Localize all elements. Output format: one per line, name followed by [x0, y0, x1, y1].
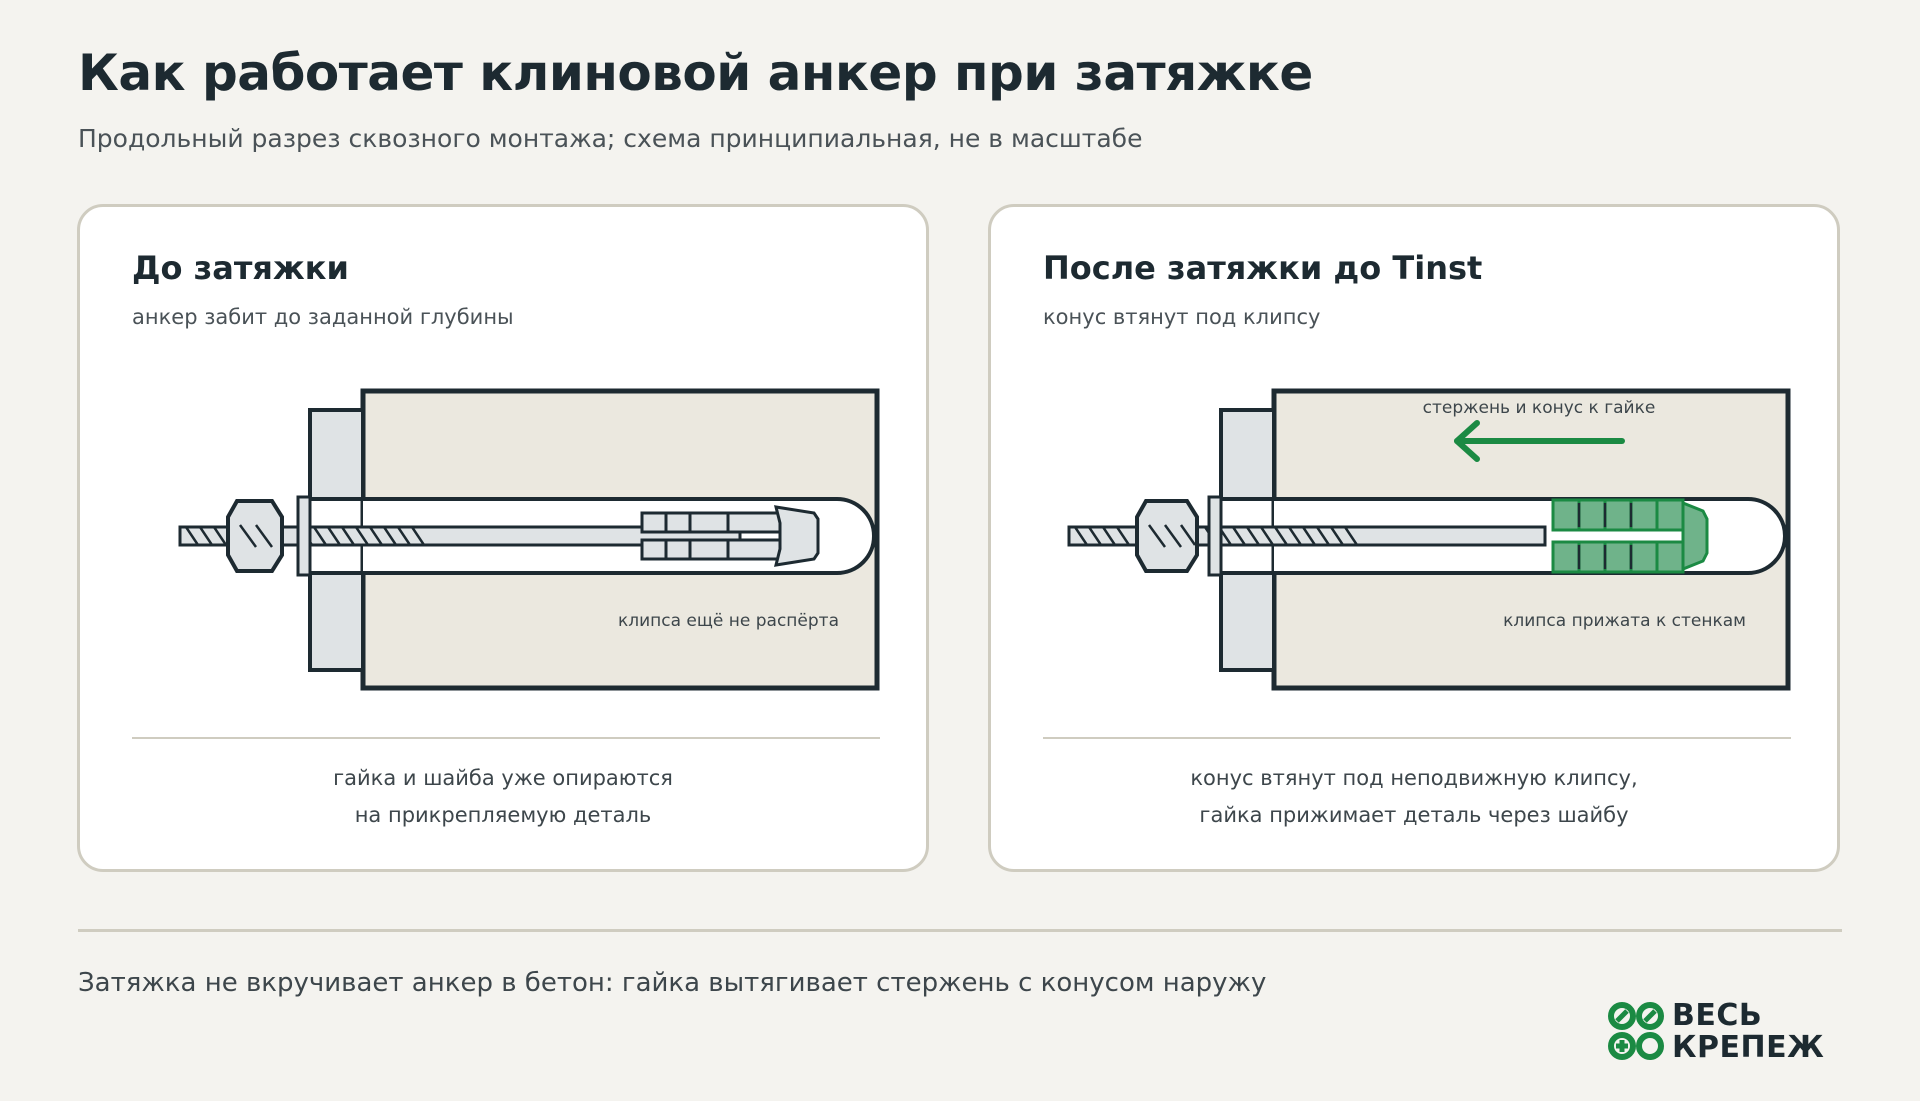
panel-after-divider [1043, 737, 1791, 739]
caption-line: конус втянут под неподвижную клипсу, [1190, 766, 1638, 790]
drill-hole [363, 497, 876, 575]
concrete-block [1271, 388, 1791, 691]
expansion-clip [640, 511, 782, 561]
panel-before: До затяжки анкер забит до заданной глуби… [77, 204, 929, 872]
rod-thread [184, 527, 426, 545]
expansion-clip-pressed [1551, 498, 1685, 574]
anchor-rod [1067, 525, 1547, 547]
panel-before-subtitle: анкер забит до заданной глубины [132, 305, 514, 329]
footer-note: Затяжка не вкручивает анкер в бетон: гай… [78, 968, 1267, 998]
expansion-cone [773, 505, 820, 567]
pull-arrow [1454, 420, 1625, 462]
clip-label-before: клипса ещё не распёрта [618, 611, 839, 631]
arrow-label: стержень и конус к гайке [1423, 398, 1656, 418]
washer [1207, 495, 1223, 577]
footer-divider [78, 929, 1842, 932]
fixture-plate-bottom [1219, 571, 1276, 672]
page-subtitle: Продольный разрез сквозного монтажа; схе… [78, 124, 1143, 153]
caption-line: гайка и шайба уже опираются [333, 766, 673, 790]
page-title: Как работает клиновой анкер при затяжке [78, 44, 1313, 102]
anchor-rod [178, 525, 742, 547]
panel-after-caption: конус втянут под неподвижную клипсу, гай… [991, 760, 1837, 834]
expansion-cone [1681, 500, 1709, 572]
panel-before-divider [132, 737, 880, 739]
drill-hole [1274, 497, 1787, 575]
clip-label-after: клипса прижата к стенкам [1503, 611, 1746, 631]
fixture-plate-bottom [308, 571, 365, 672]
concrete-block [360, 388, 880, 691]
logo-line-2: КРЕПЕЖ [1672, 1030, 1825, 1065]
rod-thread [1073, 527, 1359, 545]
caption-line: на прикрепляемую деталь [354, 803, 652, 827]
logo-text: ВЕСЬ КРЕПЕЖ [1672, 1000, 1824, 1064]
panel-after-subtitle: конус втянут под клипсу [1043, 305, 1321, 329]
fixture-plate-top [308, 408, 365, 501]
panel-before-caption: гайка и шайба уже опираются на прикрепля… [80, 760, 926, 834]
washer [296, 495, 312, 577]
caption-line: гайка прижимает деталь через шайбу [1199, 803, 1629, 827]
fixture-plate-top [1219, 408, 1276, 501]
panel-before-title: До затяжки [132, 249, 349, 287]
nut [226, 499, 284, 573]
nut [1135, 499, 1199, 573]
panel-after-title: После затяжки до Tinst [1043, 249, 1483, 287]
logo-mark-icon [1608, 1002, 1664, 1060]
panel-after: После затяжки до Tinst конус втянут под … [988, 204, 1840, 872]
logo-line-1: ВЕСЬ [1672, 998, 1763, 1033]
brand-logo: ВЕСЬ КРЕПЕЖ [1608, 1000, 1824, 1066]
